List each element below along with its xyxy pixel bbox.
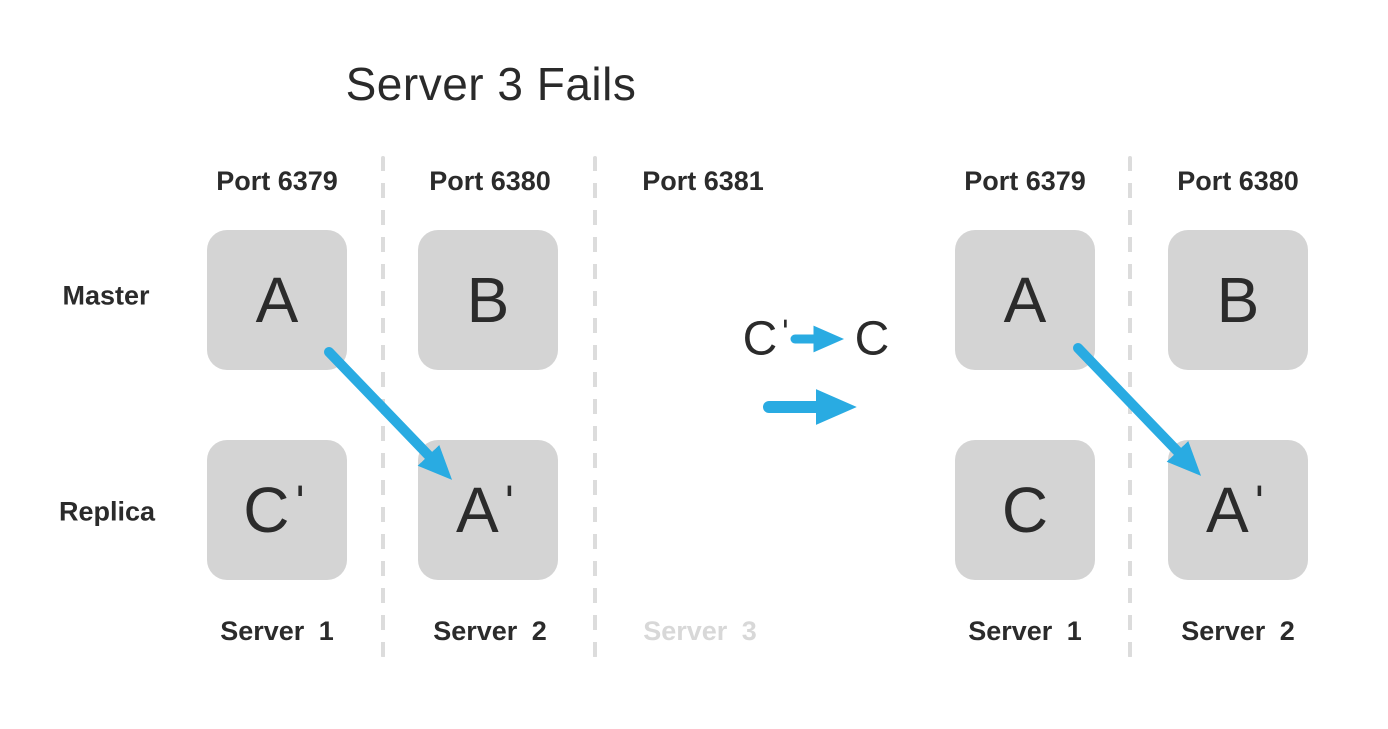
port-label-6379-after: Port 6379	[964, 166, 1086, 196]
node-replica-c-prime-before: Cˈ	[207, 440, 347, 580]
server-1-label-after: Server 1	[968, 616, 1082, 646]
node-master-b-after: B	[1168, 230, 1308, 370]
node-master-a-after: A	[955, 230, 1095, 370]
transition-to-label: C	[854, 312, 890, 366]
node-replica-a-prime-after: Aˈ	[1168, 440, 1308, 580]
server-1-label-before: Server 1	[220, 616, 334, 646]
diagram-title: Server 3 Fails	[345, 58, 637, 110]
port-label-6380-after: Port 6380	[1177, 166, 1299, 196]
port-label-6379-before: Port 6379	[216, 166, 338, 196]
server-3-label-failed: Server 3	[643, 616, 757, 646]
port-label-6381-before: Port 6381	[642, 166, 764, 196]
server-2-label-after: Server 2	[1181, 616, 1295, 646]
server-2-label-before: Server 2	[433, 616, 547, 646]
master-row-label: Master	[62, 280, 150, 311]
transition-from-label: Cˈ	[742, 312, 794, 366]
column-divider	[593, 156, 597, 658]
replica-row-label: Replica	[58, 496, 156, 527]
column-divider	[1128, 156, 1132, 658]
node-master-b-before: B	[418, 230, 558, 370]
node-master-a-before: A	[207, 230, 347, 370]
node-replica-c-after: C	[955, 440, 1095, 580]
port-label-6380-before: Port 6380	[429, 166, 551, 196]
node-replica-a-prime-before: Aˈ	[418, 440, 558, 580]
column-divider	[381, 156, 385, 658]
